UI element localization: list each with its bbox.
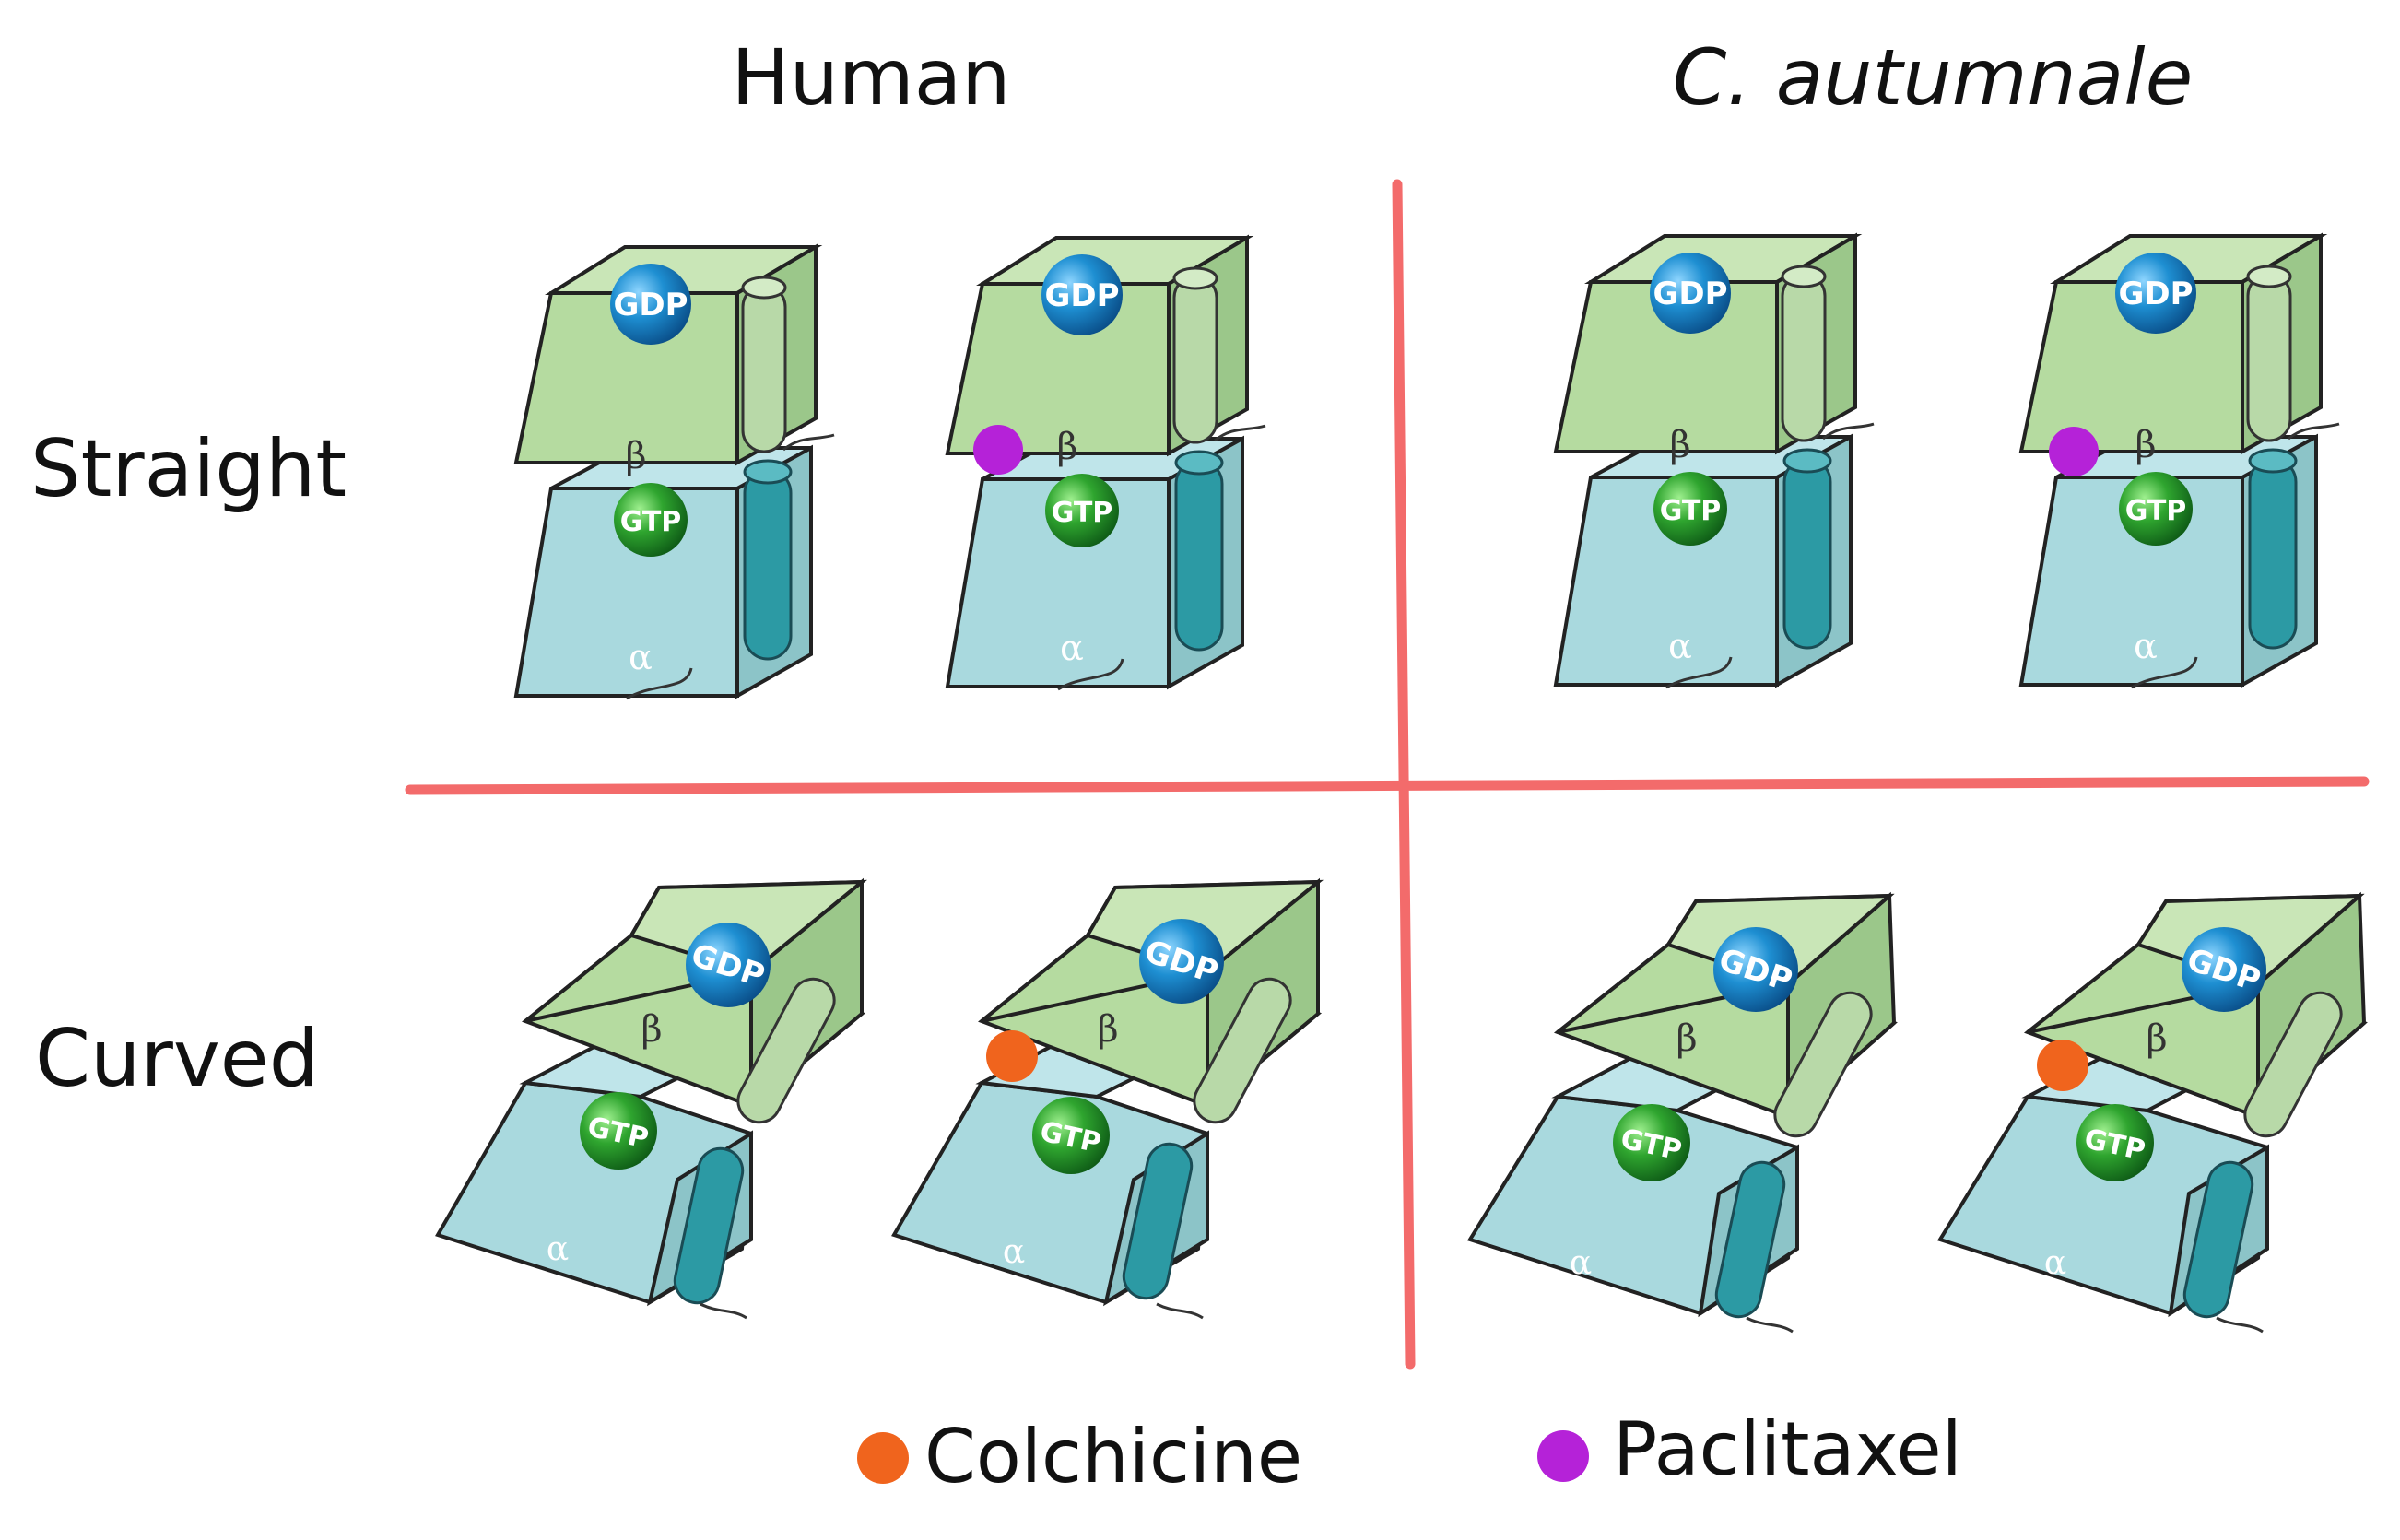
dimer-human-straight-2: GDP GTP β α (946, 236, 1267, 691)
colchicine-marker (2037, 1040, 2088, 1091)
dimer-human-curved-2: GTP α GDP β (891, 877, 1324, 1320)
gdp-label: GDP (1653, 276, 1727, 312)
header-human: Human (732, 32, 1011, 123)
paclitaxel-marker (973, 425, 1023, 475)
header-plant: C. autumnale (1673, 32, 2194, 123)
paclitaxel-marker (2049, 427, 2099, 476)
dimer-plant-curved-1: GTP α GDP β (1466, 891, 1898, 1334)
horizontal-divider (405, 776, 2370, 795)
gtp-label: GTP (620, 506, 682, 538)
alpha-label: α (2044, 1244, 2066, 1282)
row-label-straight: Straight (30, 423, 347, 515)
beta-label: β (2135, 424, 2156, 466)
gdp-label: GDP (1044, 277, 1119, 314)
alpha-label: α (629, 637, 653, 677)
alpha-label: α (1060, 628, 1084, 668)
colchicine-legend-label: Colchicine (924, 1414, 1302, 1499)
gtp-label: GTP (2125, 495, 2187, 527)
vertical-divider (1392, 179, 1416, 1370)
legend: Colchicine Paclitaxel (857, 1406, 1962, 1499)
alpha-label: α (1003, 1233, 1025, 1271)
beta-label: β (1097, 1008, 1118, 1051)
alpha-label: α (2134, 626, 2158, 666)
dimer-human-straight-1: GDP GTP β α (514, 245, 836, 700)
alpha-label: α (1668, 626, 1692, 666)
gtp-label: GTP (1052, 497, 1113, 529)
paclitaxel-legend-label: Paclitaxel (1613, 1406, 1962, 1492)
gtp-label: GTP (1660, 495, 1722, 527)
beta-label: β (1669, 424, 1690, 466)
beta-label: β (1676, 1017, 1697, 1060)
gdp-label: GDP (613, 287, 688, 323)
beta-label: β (1056, 426, 1077, 468)
paclitaxel-legend-dot (1537, 1430, 1589, 1482)
row-label-curved: Curved (35, 1013, 319, 1105)
alpha-label: α (547, 1230, 569, 1268)
beta-label: β (625, 435, 646, 477)
gdp-label: GDP (2118, 276, 2193, 312)
beta-label: β (641, 1008, 662, 1051)
dimer-human-curved-1: GTP α GDP β (435, 877, 867, 1320)
alpha-label: α (1570, 1244, 1592, 1282)
dimer-plant-straight-2: GDP GTP β α (2019, 234, 2341, 689)
dimer-plant-curved-2: GTP α GDP β (1936, 891, 2368, 1334)
colchicine-marker (986, 1030, 1038, 1082)
dimer-plant-straight-1: GDP GTP β α (1554, 234, 1876, 689)
beta-label: β (2146, 1017, 2167, 1060)
colchicine-legend-dot (857, 1432, 909, 1484)
